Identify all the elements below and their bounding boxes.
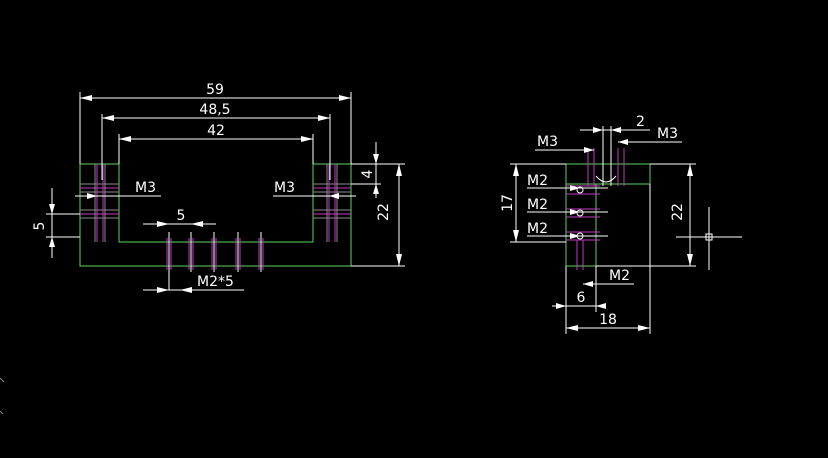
side-view: 2 M3 M3 M2 M2 M2 <box>500 114 742 334</box>
dim-59-label: 59 <box>206 82 224 98</box>
m3-right-label: M3 <box>274 180 295 196</box>
crosshair-marker <box>676 207 742 270</box>
side-holes <box>566 185 600 270</box>
dim-hole-pitch: 5 <box>143 208 216 227</box>
side-dim-2: 2 <box>580 114 650 133</box>
m2x5-label: M2*5 <box>197 274 234 290</box>
side-m3-right-label: M3 <box>657 126 678 142</box>
dim-59: 59 <box>79 82 352 164</box>
side-m3-right: M3 <box>618 126 682 145</box>
side-m3-left: M3 <box>535 134 594 153</box>
side-dim-6-label: 6 <box>577 290 586 306</box>
m3-left-label: M3 <box>135 180 156 196</box>
side-dim-22: 22 <box>596 163 696 267</box>
dim-48-5: 48,5 <box>101 102 331 180</box>
bottom-holes <box>166 232 264 290</box>
side-m2-callouts: M2 M2 M2 <box>527 173 608 239</box>
dim-42: 42 <box>118 123 314 164</box>
side-dim-2-label: 2 <box>636 114 645 130</box>
side-m2-bottom-label: M2 <box>609 268 630 284</box>
side-dim-17: 17 <box>500 163 566 243</box>
dim-top-4-label: 4 <box>360 169 376 178</box>
side-m3-left-label: M3 <box>537 134 558 150</box>
side-outline <box>565 163 651 267</box>
side-dim-18: 18 <box>565 184 651 334</box>
front-view: 59 48,5 42 5 <box>32 82 405 293</box>
side-m2-label-1: M2 <box>527 173 548 189</box>
left-boss-threads <box>80 164 119 242</box>
dim-top-4: 4 <box>351 142 381 198</box>
dim-hole-pitch-label: 5 <box>177 208 186 224</box>
side-dim-6: 6 <box>552 266 606 312</box>
side-dim-18-label: 18 <box>599 312 617 328</box>
side-dim-17-label: 17 <box>500 194 516 212</box>
dim-42-label: 42 <box>207 123 225 139</box>
side-dim-22-label: 22 <box>670 203 686 221</box>
dim-height-22: 22 <box>351 163 405 267</box>
edge-marker <box>0 377 5 415</box>
side-top-threads <box>587 126 625 186</box>
right-boss-threads <box>313 164 351 242</box>
dim-48-5-label: 48,5 <box>199 102 230 118</box>
side-m2-bottom: M2 <box>583 268 634 287</box>
m3-left-callout: M3 <box>75 180 161 199</box>
m2x5-callout: M2*5 <box>143 274 244 293</box>
side-m2-label-3: M2 <box>527 221 548 237</box>
m3-right-callout: M3 <box>273 180 356 199</box>
side-m2-label-2: M2 <box>527 197 548 213</box>
dim-left-5-label: 5 <box>32 222 48 231</box>
dim-left-5: 5 <box>32 188 80 258</box>
dim-height-22-label: 22 <box>376 203 392 221</box>
